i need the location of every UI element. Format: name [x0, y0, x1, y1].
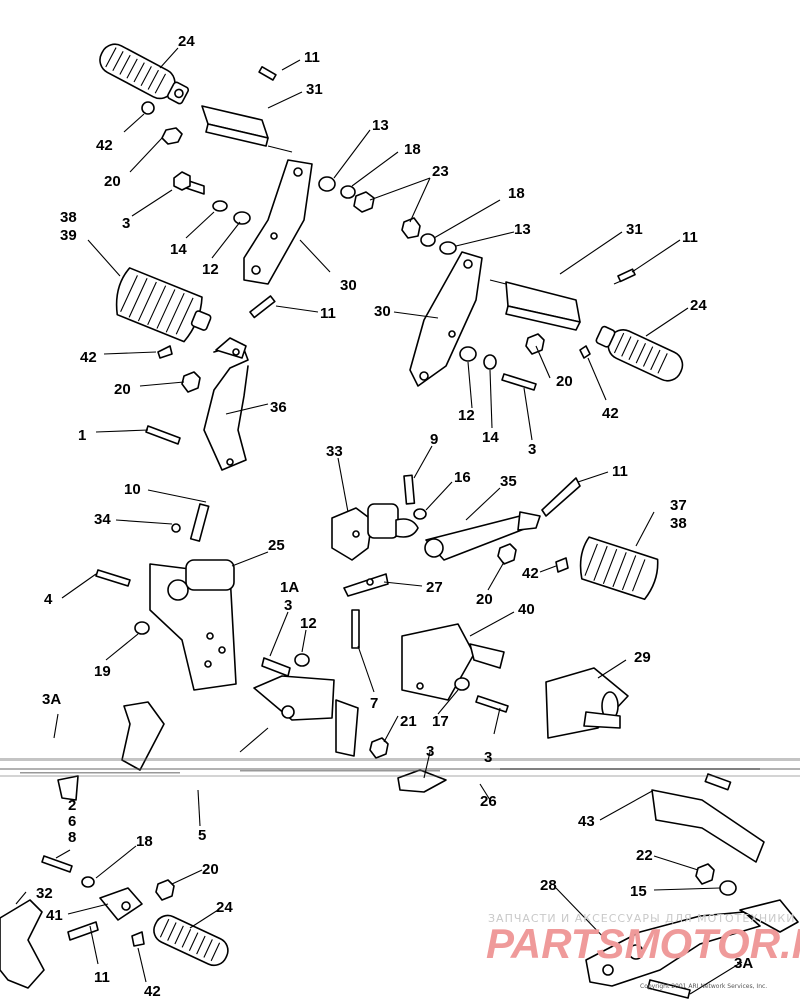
callout-label: 2 — [68, 797, 76, 814]
callout-label: 11 — [320, 305, 336, 322]
callout-label: 20 — [202, 861, 219, 878]
callout-label: 19 — [94, 663, 111, 680]
callout-label: 24 — [178, 33, 195, 50]
callout-label: 31 — [626, 221, 643, 238]
callout-label: 27 — [426, 579, 443, 596]
footpeg-38-39 — [115, 267, 212, 343]
watermark: ЗАПЧАСТИ И АКСЕССУАРЫ ДЛЯ МОТОТЕХНИКИ PA… — [486, 912, 800, 967]
callout-label: 11 — [682, 229, 698, 246]
linkage-assembly — [253, 623, 509, 759]
callout-label: 18 — [508, 185, 525, 202]
callout-label: 12 — [202, 261, 219, 278]
callout-label: 15 — [630, 883, 647, 900]
callout-label: 21 — [400, 713, 417, 730]
callout-label: 16 — [454, 469, 471, 486]
callout-label: 11 — [304, 49, 320, 66]
callout-label: 5 — [198, 827, 206, 844]
callout-label: 3 — [426, 743, 434, 760]
callout-label: 3 — [484, 749, 492, 766]
callout-label: 22 — [636, 847, 653, 864]
callout-label: 3A — [42, 691, 61, 708]
callout-label: 34 — [94, 511, 111, 528]
callout-label: 6 — [68, 813, 76, 830]
brake-lever-assembly — [545, 667, 799, 999]
callout-label: 40 — [518, 601, 535, 618]
footpeg-37-38 — [579, 536, 659, 601]
callout-label: 43 — [578, 813, 595, 830]
callout-label: 35 — [500, 473, 517, 490]
callout-label: 7 — [370, 695, 378, 712]
callout-label: 23 — [432, 163, 449, 180]
callout-label: 42 — [144, 983, 161, 1000]
callout-label: 38 — [60, 209, 77, 226]
mount-plate-assembly — [95, 503, 237, 691]
callout-label: 11 — [94, 969, 110, 986]
footpeg-assembly-left-top — [99, 43, 375, 285]
callout-label: 13 — [514, 221, 531, 238]
leader-lines — [15, 47, 743, 995]
callout-label: 31 — [306, 81, 323, 98]
callout-label: 33 — [326, 443, 343, 460]
callout-label: 14 — [482, 429, 499, 446]
callout-label: 37 — [670, 497, 687, 514]
callout-label: 29 — [634, 649, 651, 666]
callout-label: 10 — [124, 481, 141, 498]
callout-label: 18 — [404, 141, 421, 158]
callout-label: 11 — [612, 463, 628, 480]
callout-label: 24 — [216, 899, 233, 916]
callout-label: 3A — [734, 955, 753, 972]
callout-label: 32 — [36, 885, 53, 902]
callout-label: 38 — [670, 515, 687, 532]
footpeg-assembly-bottom — [0, 701, 447, 989]
footpeg-24-left — [99, 43, 190, 105]
callout-label: 20 — [556, 373, 573, 390]
callout-label: 17 — [432, 713, 449, 730]
copyright-notice: Copyright 2001 ARI Network Services, Inc… — [640, 983, 767, 990]
callout-label: 13 — [372, 117, 389, 134]
callout-label: 14 — [170, 241, 187, 258]
callout-label: 24 — [690, 297, 707, 314]
callout-labels: 24 11 31 42 20 13 18 23 3 14 12 30 18 13… — [36, 33, 753, 1000]
callout-label: 25 — [268, 537, 285, 554]
callout-label: 3 — [284, 597, 292, 614]
callout-label: 28 — [540, 877, 557, 894]
callout-label: 42 — [522, 565, 539, 582]
callout-label: 18 — [136, 833, 153, 850]
callout-label: 30 — [340, 277, 357, 294]
footpeg-assembly-left-mid — [115, 267, 276, 471]
callout-label: 8 — [68, 829, 76, 846]
callout-label: 41 — [46, 907, 63, 924]
callout-label: 20 — [476, 591, 493, 608]
callout-label: 1A — [280, 579, 299, 596]
callout-label: 9 — [430, 431, 438, 448]
watermark-logo: PARTSMOTOR.RU — [486, 920, 800, 967]
callout-label: 3 — [122, 215, 130, 232]
shift-lever-assembly — [331, 474, 659, 649]
watermark-tagline: ЗАПЧАСТИ И АКСЕССУАРЫ ДЛЯ МОТОТЕХНИКИ — [488, 912, 795, 925]
callout-label: 12 — [300, 615, 317, 632]
callout-label: 42 — [602, 405, 619, 422]
callout-label: 20 — [114, 381, 131, 398]
callout-label: 26 — [480, 793, 497, 810]
footpeg-24-bottom — [153, 914, 229, 967]
callout-label: 1 — [78, 427, 86, 444]
footpeg-assembly-right-top — [401, 217, 684, 391]
callout-label: 12 — [458, 407, 475, 424]
callout-label: 20 — [104, 173, 121, 190]
callout-label: 42 — [80, 349, 97, 366]
callout-label: 30 — [374, 303, 391, 320]
callout-label: 42 — [96, 137, 113, 154]
callout-label: 4 — [44, 591, 53, 608]
callout-label: 39 — [60, 227, 77, 244]
callout-label: 36 — [270, 399, 287, 416]
callout-label: 3 — [528, 441, 536, 458]
scan-artifact-band — [0, 758, 800, 777]
footpeg-24-right — [595, 325, 684, 382]
